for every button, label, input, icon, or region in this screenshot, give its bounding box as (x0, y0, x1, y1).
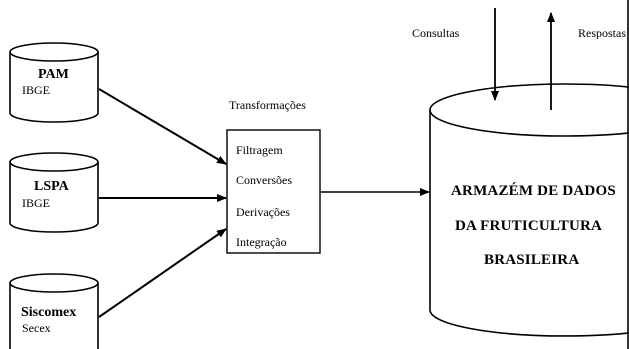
source-pam-name: PAM (38, 67, 69, 82)
source-siscomex-name: Siscomex (21, 305, 77, 320)
warehouse-title-line2: DA FRUTICULTURA (455, 218, 603, 234)
arrow-siscomex-to-transform (98, 228, 227, 318)
warehouse-cylinder (429, 83, 629, 337)
warehouse-title-line3: BRASILEIRA (484, 252, 580, 268)
transformation-step-filtragem: Filtragem (236, 143, 283, 157)
queries-label: Consultas (412, 26, 460, 40)
source-cylinder-pam (9, 42, 99, 123)
answers-label: Respostas (578, 27, 626, 39)
warehouse-title-line1: ARMAZÉM DE DADOS (451, 183, 616, 199)
transformation-step-integracao: Integração (236, 235, 287, 249)
arrow-pam-to-transform (98, 88, 227, 165)
transformation-step-conversoes: Conversões (236, 173, 292, 187)
transformations-box (226, 129, 321, 254)
source-siscomex-org: Secex (22, 321, 51, 335)
transformations-title: Transformações (229, 98, 306, 112)
source-lspa-org: IBGE (22, 196, 50, 210)
source-cylinder-siscomex (9, 273, 99, 349)
source-cylinder-lspa (9, 152, 99, 233)
source-lspa-name: LSPA (34, 179, 69, 194)
source-pam-org: IBGE (22, 83, 50, 97)
transformation-step-derivacoes: Derivações (236, 205, 290, 219)
